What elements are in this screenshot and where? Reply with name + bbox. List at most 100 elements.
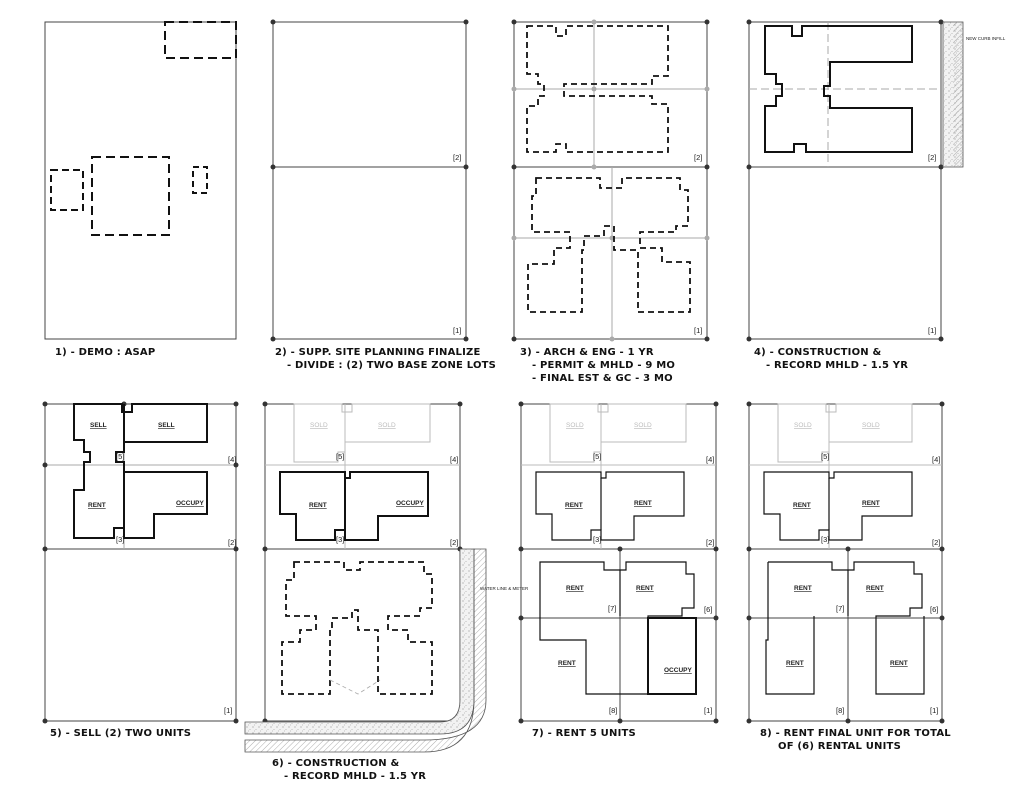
phase-caption-1: 1) - DEMO : ASAP bbox=[55, 346, 155, 359]
lot-tag: [7] bbox=[836, 604, 844, 613]
unit-label-occupy: OCCUPY bbox=[396, 500, 424, 507]
occupy-unit bbox=[647, 617, 697, 695]
unit-label-rent: RENT bbox=[566, 585, 584, 592]
unit-label-rent: RENT bbox=[558, 660, 576, 667]
lot-tag: [8] bbox=[836, 706, 844, 715]
curb-hatch bbox=[953, 22, 963, 167]
unit-label-sell: SELL bbox=[90, 422, 107, 429]
lot-boundary bbox=[44, 403, 237, 722]
caption-line: - FINAL EST & GC - 3 MO bbox=[532, 373, 673, 384]
unit-label-sold: SOLD bbox=[378, 422, 396, 429]
sold-units-outline bbox=[777, 403, 913, 463]
caption-line: - RECORD MHLD - 1.5 YR bbox=[766, 360, 909, 371]
unit-label-sold: SOLD bbox=[310, 422, 328, 429]
demo-building-left bbox=[50, 169, 84, 211]
unit-label-rent: RENT bbox=[636, 585, 654, 592]
caption-line: OF (6) RENTAL UNITS bbox=[778, 741, 901, 752]
curb-note: NEW CURB INFILL bbox=[966, 36, 1006, 41]
lot-tag: [5] bbox=[336, 452, 344, 461]
phase-caption-4: 4) - CONSTRUCTION & - RECORD MHLD - 1.5 … bbox=[754, 346, 908, 372]
lot-tag: [4] bbox=[932, 455, 940, 464]
phase-caption-6: 6) - CONSTRUCTION & - RECORD MHLD - 1.5 … bbox=[272, 757, 426, 783]
lot-tag: [4] bbox=[706, 455, 714, 464]
caption-line: 4) - CONSTRUCTION & bbox=[754, 347, 882, 358]
lot-tag: [8] bbox=[609, 706, 617, 715]
lot-tag: [1] bbox=[694, 326, 702, 335]
lot-tag: [3] bbox=[336, 535, 344, 544]
rent-occupy-building bbox=[279, 471, 429, 541]
lot-tag: [5] bbox=[116, 452, 124, 461]
lot-tag: [3] bbox=[116, 535, 124, 544]
unit-label-rent: RENT bbox=[786, 660, 804, 667]
panel-3-arch-eng: [2] [1] bbox=[511, 19, 710, 342]
lot-tag: [2] bbox=[694, 153, 702, 162]
rent-building-lower bbox=[765, 561, 925, 695]
caption-line: 8) - RENT FINAL UNIT FOR TOTAL bbox=[760, 728, 951, 739]
unit-label-occupy: OCCUPY bbox=[176, 500, 204, 507]
panel-7-rent: SOLD SOLD RENT RENT RENT OCCUPY RENT REN… bbox=[518, 401, 719, 724]
lot-tag: [6] bbox=[930, 605, 938, 614]
lot-tag: [1] bbox=[224, 706, 232, 715]
panel-2-divide: [2] [1] bbox=[270, 19, 469, 342]
unit-label-sold: SOLD bbox=[634, 422, 652, 429]
panel-5-sell: SELL SELL RENT OCCUPY [5] [3] [4] [2] [1… bbox=[42, 401, 239, 724]
demo-building-small bbox=[192, 166, 208, 194]
lot-tag: [6] bbox=[704, 605, 712, 614]
caption-line: - DIVIDE : (2) TWO BASE ZONE LOTS bbox=[287, 360, 497, 371]
unit-label-sell: SELL bbox=[158, 422, 175, 429]
sold-units-outline bbox=[293, 403, 431, 463]
panel-6-construction: SOLD SOLD RENT OCCUPY WATER LINE & METER… bbox=[244, 401, 529, 753]
lot-tag: [1] bbox=[453, 326, 461, 335]
unit-label-sold: SOLD bbox=[862, 422, 880, 429]
proposed-building-lower bbox=[527, 177, 691, 313]
lot-tag: [3] bbox=[821, 535, 829, 544]
sidewalk-curb bbox=[244, 548, 475, 735]
unit-label-rent: RENT bbox=[309, 502, 327, 509]
unit-label-sold: SOLD bbox=[566, 422, 584, 429]
building-under-construction bbox=[281, 561, 433, 695]
lot-boundary bbox=[44, 21, 237, 340]
unit-label-rent: RENT bbox=[866, 585, 884, 592]
unit-label-rent: RENT bbox=[890, 660, 908, 667]
lot-tag: [2] bbox=[932, 538, 940, 547]
sell-units-building bbox=[73, 403, 208, 539]
lot-boundary bbox=[513, 21, 708, 340]
phase-caption-3: 3) - ARCH & ENG - 1 YR - PERMIT & MHLD -… bbox=[520, 346, 675, 385]
phase-caption-8: 8) - RENT FINAL UNIT FOR TOTAL OF (6) RE… bbox=[760, 727, 951, 753]
lot-tag: [5] bbox=[593, 452, 601, 461]
rent-building-lower bbox=[539, 561, 695, 695]
panel-8-rent-final: SOLD SOLD RENT RENT RENT RENT RENT RENT … bbox=[746, 401, 945, 724]
lot-tag: [2] bbox=[706, 538, 714, 547]
caption-line: - PERMIT & MHLD - 9 MO bbox=[532, 360, 676, 371]
sold-units-outline bbox=[549, 403, 687, 463]
demo-building-large bbox=[91, 156, 170, 236]
unit-label-rent: RENT bbox=[88, 502, 106, 509]
demo-building-top bbox=[164, 21, 237, 59]
caption-line: - RECORD MHLD - 1.5 YR bbox=[284, 771, 427, 782]
lot-tag: [1] bbox=[704, 706, 712, 715]
proposed-building-upper bbox=[526, 25, 669, 153]
phase-caption-5: 5) - SELL (2) TWO UNITS bbox=[50, 727, 191, 740]
rent-building-upper bbox=[763, 471, 913, 541]
water-note: WATER LINE & METER bbox=[480, 586, 529, 591]
lot-tag: [3] bbox=[593, 535, 601, 544]
panel-4-construction: NEW CURB INFILL [2] [1] bbox=[746, 19, 1006, 342]
unit-label-rent: RENT bbox=[793, 502, 811, 509]
unit-label-rent: RENT bbox=[634, 500, 652, 507]
street-hatch bbox=[244, 548, 487, 753]
phase-caption-7: 7) - RENT 5 UNITS bbox=[532, 727, 636, 740]
lot-tag: [2] bbox=[450, 538, 458, 547]
lot-boundary bbox=[748, 21, 942, 340]
unit-label-rent: RENT bbox=[862, 500, 880, 507]
building-under-construction bbox=[764, 25, 913, 153]
unit-label-rent: RENT bbox=[565, 502, 583, 509]
lot-tag: [7] bbox=[608, 604, 616, 613]
lot-tag: [1] bbox=[928, 326, 936, 335]
caption-line: 1) - DEMO : ASAP bbox=[55, 347, 156, 358]
lot-tag: [2] bbox=[228, 538, 236, 547]
caption-line: 2) - SUPP. SITE PLANNING FINALIZE bbox=[275, 347, 481, 358]
lot-tag: [4] bbox=[450, 455, 458, 464]
lot-tag: [5] bbox=[821, 452, 829, 461]
unit-label-rent: RENT bbox=[794, 585, 812, 592]
